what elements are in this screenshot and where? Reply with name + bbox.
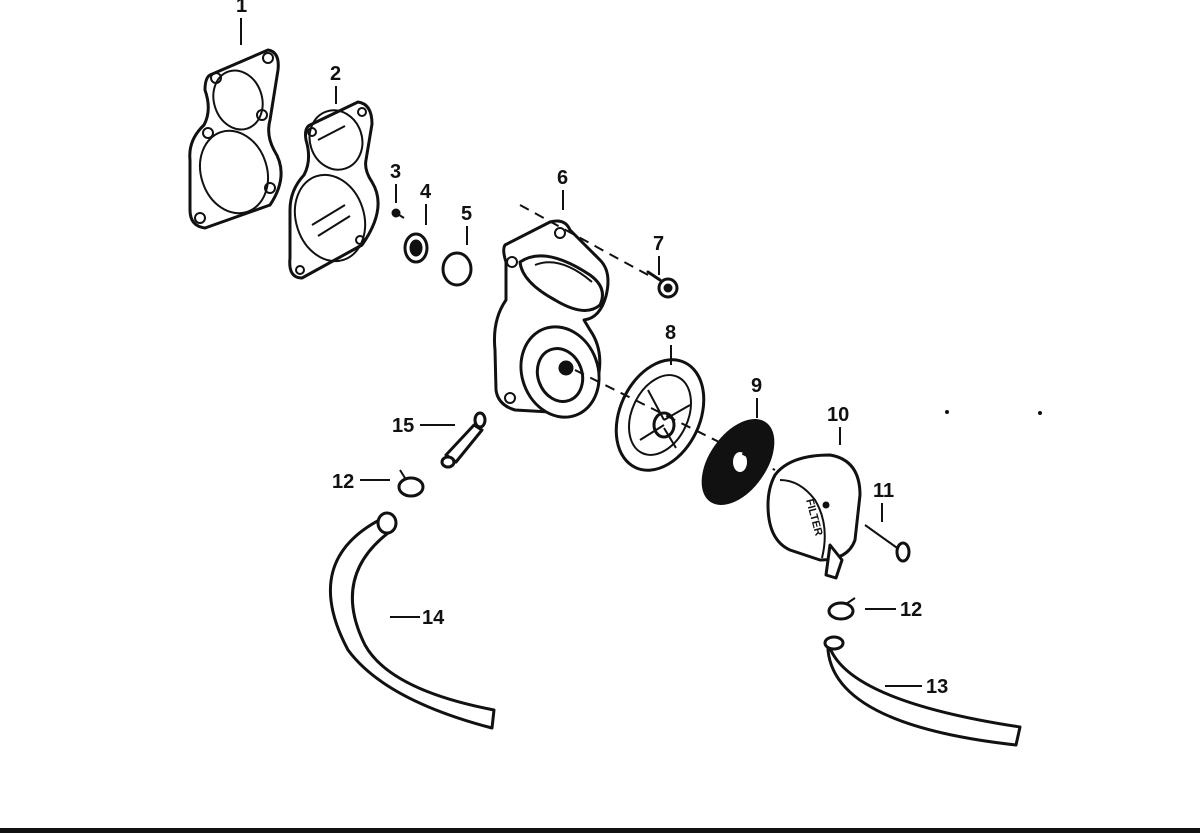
part-12-clamp-lower xyxy=(827,597,856,621)
callout-12-upper: 12 xyxy=(332,471,354,493)
part-8-valve-plate xyxy=(614,358,706,472)
callout-9: 9 xyxy=(751,375,762,397)
callout-2: 2 xyxy=(330,63,341,85)
callout-11: 11 xyxy=(873,480,894,502)
part-11-screw xyxy=(864,524,911,563)
part-9-filter-element xyxy=(701,419,775,505)
part-5-o-ring xyxy=(441,251,473,287)
part-10-filter-cover: FILTER xyxy=(766,453,862,580)
callout-15: 15 xyxy=(392,415,414,437)
part-14-hose-long xyxy=(328,511,496,730)
part-3-screw xyxy=(391,208,405,219)
page-bottom-rule xyxy=(0,828,1200,833)
callout-14: 14 xyxy=(422,607,445,629)
part-12-clamp-upper xyxy=(397,469,425,498)
callout-12-lower: 12 xyxy=(900,599,922,621)
axis-main xyxy=(574,369,776,471)
part-15-fitting xyxy=(440,411,487,469)
part-4-valve xyxy=(403,232,429,264)
part-1-gasket xyxy=(188,48,283,230)
callout-4: 4 xyxy=(420,181,432,203)
callout-13: 13 xyxy=(926,676,948,698)
callout-10: 10 xyxy=(827,404,849,426)
part-7-bolt xyxy=(646,270,679,299)
speck xyxy=(1038,411,1042,415)
callout-3: 3 xyxy=(390,161,401,183)
callout-5: 5 xyxy=(461,203,472,225)
part-2-diaphragm xyxy=(288,100,380,280)
callout-7: 7 xyxy=(653,233,664,255)
leader-lines xyxy=(240,18,922,687)
part-6-pump-body xyxy=(493,219,610,419)
part-13-hose-short xyxy=(823,635,1022,747)
callout-1: 1 xyxy=(236,0,247,17)
axis-bolt xyxy=(519,204,649,276)
callout-6: 6 xyxy=(557,167,568,189)
speck xyxy=(945,410,949,414)
callout-8: 8 xyxy=(665,322,676,344)
